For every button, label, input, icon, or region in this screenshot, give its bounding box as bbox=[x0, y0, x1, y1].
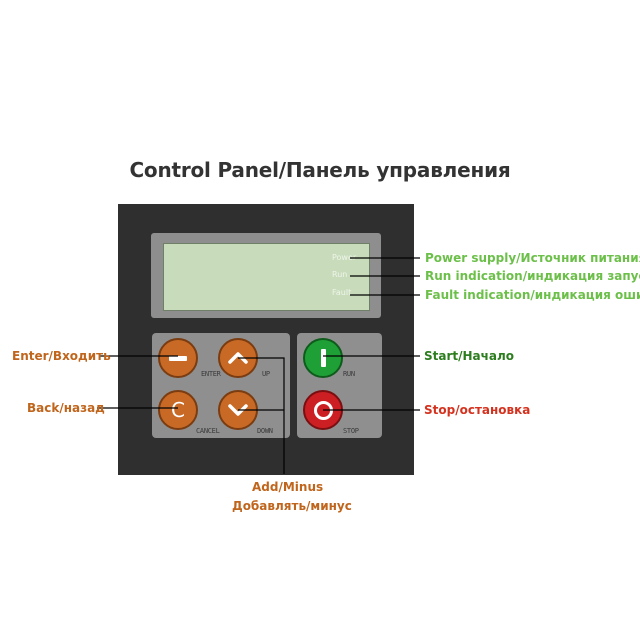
callout-back: Back/назад bbox=[27, 401, 105, 415]
minus-icon bbox=[169, 355, 187, 361]
callout-start: Start/Начало bbox=[424, 349, 515, 363]
run-button[interactable] bbox=[303, 338, 343, 378]
chevron-up-icon bbox=[228, 352, 248, 364]
up-key-label: UP bbox=[262, 370, 270, 378]
callout-enter: Enter/Входить bbox=[12, 349, 111, 363]
callout-power-supply: Power supply/Источник питания bbox=[425, 251, 640, 265]
chevron-down-icon bbox=[228, 404, 248, 416]
lcd-run-label: Run bbox=[332, 270, 348, 279]
enter-key-label: ENTER bbox=[201, 370, 221, 378]
back-button[interactable]: C bbox=[158, 390, 198, 430]
lcd-display bbox=[163, 243, 370, 311]
cancel-key-label: CANCEL bbox=[196, 427, 220, 435]
down-key-label: DOWN bbox=[257, 427, 273, 435]
callout-add-minus-ru: Добавлять/минус bbox=[232, 499, 352, 513]
lcd-fault-label: Fault bbox=[332, 288, 352, 297]
diagram-title: Control Panel/Панель управления bbox=[129, 158, 511, 182]
callout-fault-indication: Fault indication/индикация ошибки bbox=[425, 288, 640, 302]
enter-button[interactable] bbox=[158, 338, 198, 378]
back-c-icon: C bbox=[171, 398, 185, 422]
leader-add-minus bbox=[238, 357, 285, 474]
callout-stop: Stop/остановка bbox=[424, 403, 531, 417]
callout-add-minus: Add/Minus bbox=[252, 480, 324, 494]
callout-run-indication: Run indication/индикация запуска bbox=[425, 269, 640, 283]
stop-key-label: STOP bbox=[343, 427, 359, 435]
run-bar-icon bbox=[320, 349, 326, 367]
run-key-label: RUN bbox=[343, 370, 355, 378]
lcd-power-label: Power bbox=[332, 253, 357, 262]
